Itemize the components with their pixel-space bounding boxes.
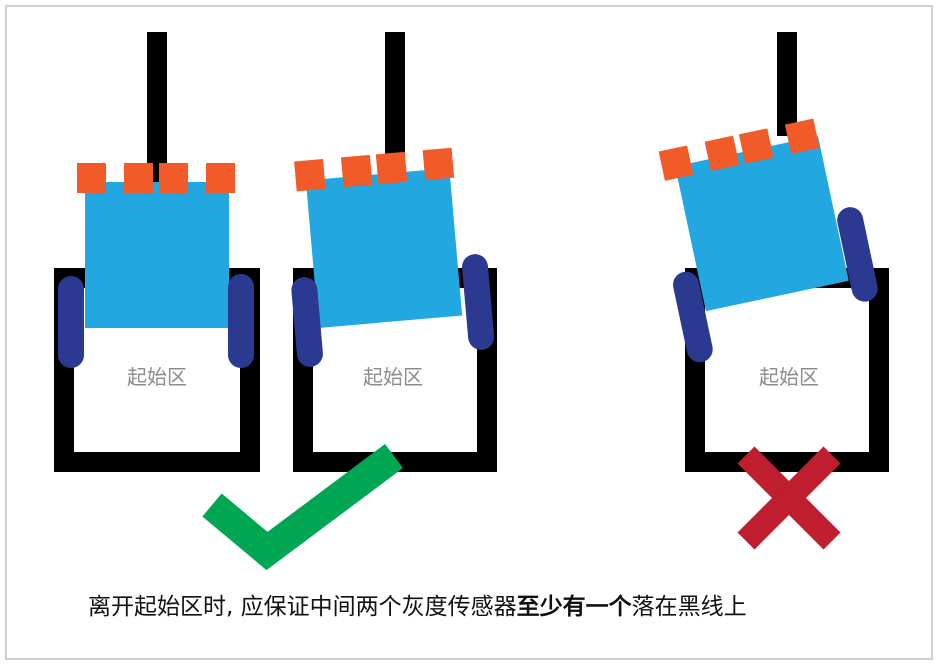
track-line xyxy=(777,32,797,136)
start-zone-label: 起始区 xyxy=(127,365,187,389)
left-wheel xyxy=(291,277,323,367)
start-zone-label: 起始区 xyxy=(363,365,423,389)
start-zone-label: 起始区 xyxy=(759,365,819,389)
grayscale-sensor-2 xyxy=(124,163,153,193)
grayscale-sensor-4 xyxy=(206,163,235,193)
right-wheel xyxy=(228,274,254,368)
grayscale-sensor-4 xyxy=(422,147,455,181)
left-wheel xyxy=(58,276,84,368)
track-line xyxy=(147,32,167,192)
grayscale-sensor-4 xyxy=(784,118,820,154)
grayscale-sensor-2 xyxy=(704,135,740,172)
right-wheel xyxy=(837,207,878,302)
caption-text-before: 离开起始区时, 应保证中间两个灰度传感器 xyxy=(88,594,517,620)
grayscale-sensor-2 xyxy=(340,154,373,188)
robot-body xyxy=(305,168,463,328)
grayscale-sensor-1 xyxy=(77,163,106,193)
grayscale-sensor-1 xyxy=(294,158,326,192)
scene-1: 起始区 xyxy=(54,32,260,472)
grayscale-sensor-3 xyxy=(159,163,188,193)
left-wheel xyxy=(673,271,713,363)
track-line xyxy=(385,32,405,190)
scene-2: 起始区 xyxy=(291,32,497,472)
caption-text-after: 落在黑线上 xyxy=(632,594,747,620)
robot-body xyxy=(85,182,229,328)
grayscale-sensor-1 xyxy=(658,145,694,181)
scene-3: 起始区 xyxy=(658,32,889,472)
grayscale-sensor-3 xyxy=(738,128,774,164)
check-mark-icon xyxy=(202,443,403,571)
robot-body xyxy=(675,136,849,312)
cross-mark-icon xyxy=(737,446,841,550)
caption-emphasis: 至少有一个 xyxy=(517,593,633,620)
caption: 离开起始区时, 应保证中间两个灰度传感器至少有一个落在黑线上 xyxy=(88,593,747,620)
right-wheel xyxy=(462,254,495,350)
grayscale-sensor-3 xyxy=(375,151,408,185)
